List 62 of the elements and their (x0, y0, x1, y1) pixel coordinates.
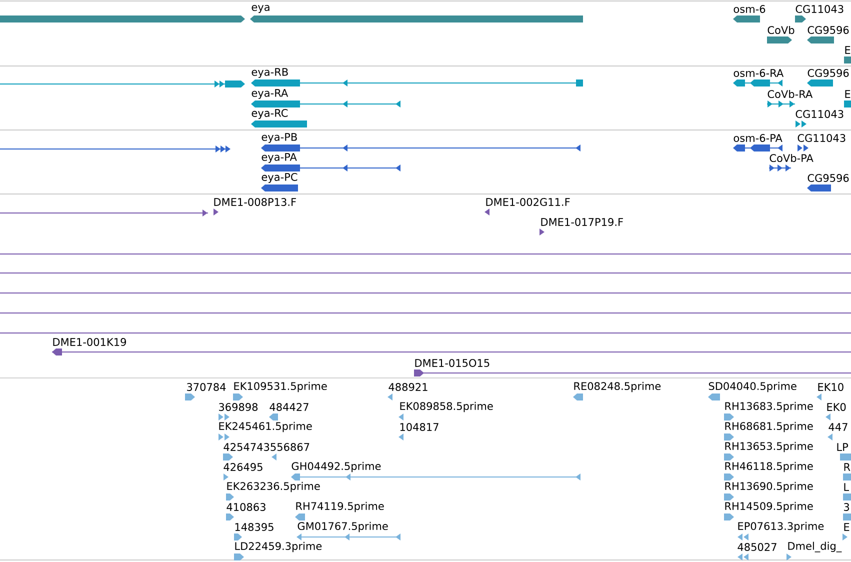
feature-label: CG9596 (808, 174, 849, 182)
feature-label: Dmel_dig_ (788, 542, 842, 552)
feature-label: EK109531.5prime (234, 382, 327, 392)
feature-label: 484427 (270, 403, 308, 411)
feature-label: RH68681.5prime (725, 422, 813, 432)
feature-label: L (844, 483, 849, 491)
feature-label: SD04040.5prime (708, 382, 796, 392)
feature-label: 148395 (235, 523, 274, 531)
feature-label: 488921 (388, 383, 428, 391)
feature-label: EK10 (818, 383, 844, 391)
feature-label: E (845, 90, 850, 98)
feature-label: DME1-017P19.F (541, 218, 623, 226)
feature-label: CoVb (768, 26, 794, 34)
feature-label: 3 (844, 503, 850, 511)
feature-label: CG11043 (798, 134, 846, 142)
feature-label: R (844, 463, 850, 471)
feature-label: LP (837, 443, 848, 451)
feature-label: RH14509.5prime (725, 502, 813, 512)
feature-label: DME1-015O15 (415, 359, 490, 367)
feature-label: eya-PA (262, 153, 297, 163)
feature-label: eya-PC (262, 173, 298, 183)
feature-label: osm-6 (734, 5, 766, 13)
feature-label: 4254743556867 (224, 443, 310, 451)
feature-label: 370784 (187, 383, 226, 391)
feature-label: DME1-008P13.F (214, 198, 296, 206)
feature-label: eya-RA (252, 89, 288, 99)
feature-label: CG11043 (796, 110, 844, 118)
feature-label: RH13683.5prime (725, 402, 813, 412)
feature-label: eya-RC (252, 109, 288, 119)
feature-label: E (844, 523, 850, 531)
feature-label: E (845, 46, 850, 54)
feature-label: RH13690.5prime (725, 482, 813, 492)
feature-label: LD22459.3prime (235, 542, 322, 552)
feature-label: EP07613.3prime (738, 522, 824, 532)
feature-label: CG9596 (808, 69, 849, 77)
feature-label: 369898 (219, 403, 258, 411)
feature-label: CG9596 (808, 26, 849, 34)
feature-label: 410863 (226, 503, 266, 511)
feature-label: RH74119.5prime (296, 502, 384, 512)
feature-label: GM01767.5prime (298, 522, 388, 532)
feature-label: CoVb-RA (768, 90, 813, 98)
feature-label: GH04492.5prime (292, 462, 381, 472)
feature-label: 426495 (224, 463, 262, 471)
feature-label: EK245461.5prime (219, 422, 312, 432)
feature-label: eya-RB (252, 68, 288, 78)
feature-label: eya (252, 4, 270, 14)
feature-label: 104817 (400, 423, 438, 431)
feature-label: RH13653.5prime (725, 442, 813, 452)
feature-label: DME1-002G11.F (486, 198, 570, 206)
feature-label: RE08248.5prime (574, 382, 661, 392)
feature-label: 485027 (738, 543, 776, 551)
feature-label: CoVb-PA (770, 154, 814, 162)
feature-label: EK0 (827, 403, 846, 411)
feature-label: DME1-001K19 (53, 338, 126, 346)
feature-label: EK263236.5prime (227, 482, 320, 492)
feature-label: 447 (828, 423, 848, 431)
feature-label: RH46118.5prime (725, 462, 813, 472)
feature-label: EK089858.5prime (400, 402, 493, 412)
feature-label: CG11043 (796, 5, 844, 13)
feature-label: eya-PB (262, 133, 297, 143)
feature-label: osm-6-PA (734, 134, 782, 142)
feature-label: osm-6-RA (734, 69, 784, 77)
